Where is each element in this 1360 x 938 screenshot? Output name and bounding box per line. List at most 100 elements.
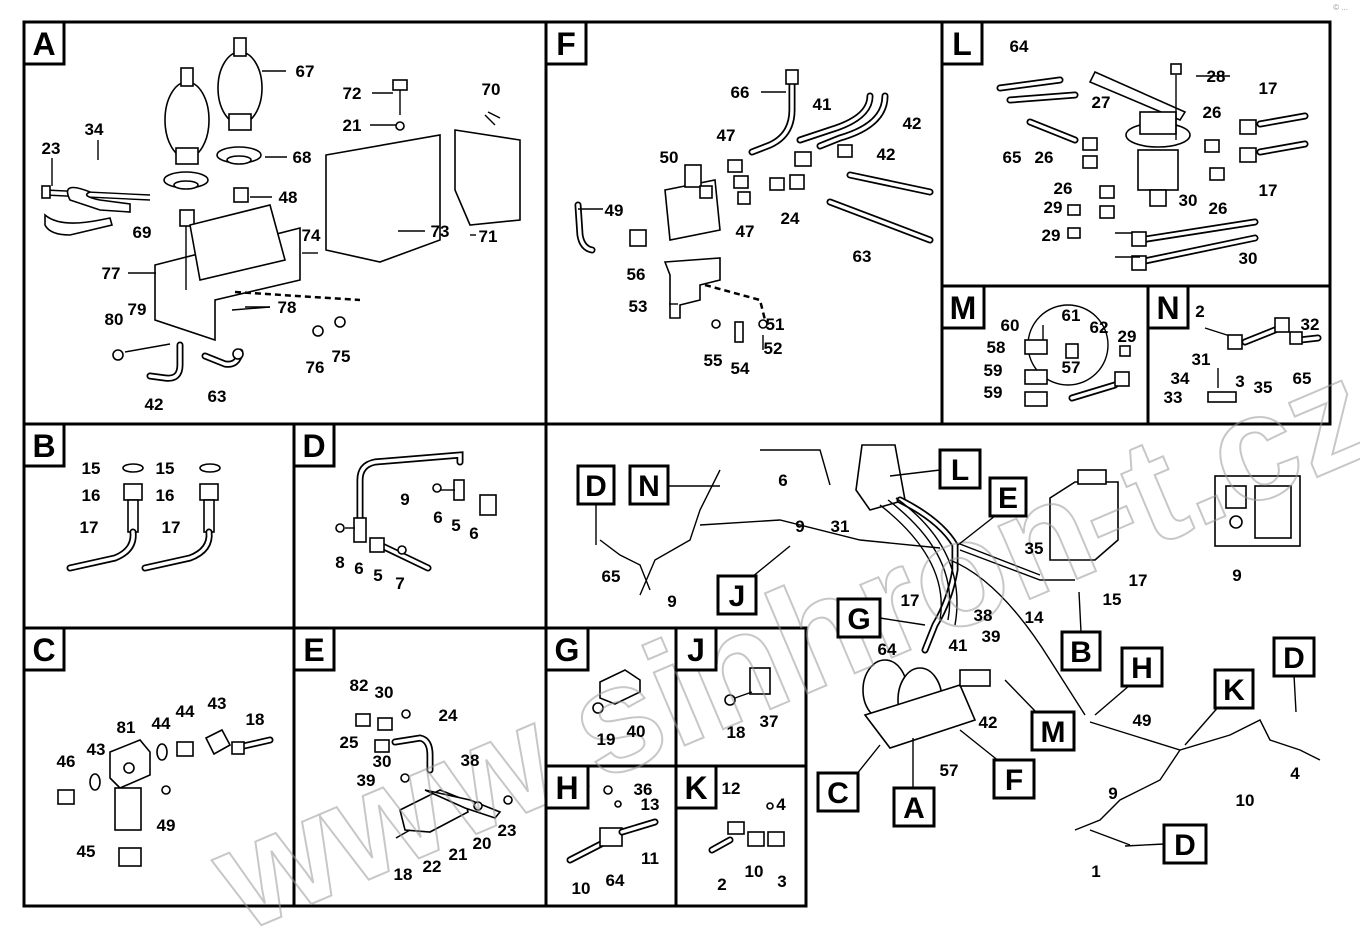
- svg-text:D: D: [1174, 829, 1196, 862]
- part-number-label: 67: [296, 62, 315, 81]
- part-number-label: 54: [731, 359, 750, 378]
- svg-text:M: M: [950, 290, 977, 326]
- part-number-label: 42: [903, 114, 922, 133]
- part-number-label: 64: [878, 640, 897, 659]
- callout-G: G: [836, 597, 926, 639]
- part-number-label: 76: [306, 358, 325, 377]
- part-number-label: 31: [831, 517, 850, 536]
- part-number-label: 18: [246, 710, 265, 729]
- part-number-label: 24: [781, 209, 800, 228]
- panel-E-drawing: [355, 709, 513, 839]
- panel-MN-drawing: [1024, 304, 1322, 407]
- svg-text:K: K: [684, 770, 707, 806]
- corner-mark: © ...: [1333, 3, 1348, 12]
- part-number-label: 53: [629, 297, 648, 316]
- panel-K-frame: [674, 764, 808, 908]
- part-number-label: 7: [395, 574, 404, 593]
- part-number-label: 20: [473, 834, 492, 853]
- svg-text:G: G: [847, 603, 870, 636]
- part-number-label: 17: [162, 518, 181, 537]
- part-number-label: 42: [877, 145, 896, 164]
- callout-F: F: [959, 729, 1036, 800]
- section-letter-L: L: [940, 20, 984, 66]
- svg-text:D: D: [302, 428, 325, 464]
- part-number-label: 6: [469, 524, 478, 543]
- part-number-label: 30: [1179, 191, 1198, 210]
- part-number-label: 9: [1232, 566, 1241, 585]
- section-letter-A: A: [22, 20, 66, 66]
- callout-K: K: [1184, 668, 1255, 746]
- callout-letters: D N L E J G B H M K D C A F D: [576, 448, 1316, 865]
- svg-text:H: H: [1131, 652, 1153, 685]
- part-number-label: 69: [133, 223, 152, 242]
- part-number-label: 17: [80, 518, 99, 537]
- part-number-label: 10: [572, 879, 591, 898]
- part-number-label: 56: [627, 265, 646, 284]
- overview-drawing: [599, 444, 1321, 846]
- part-number-label: 65: [1293, 369, 1312, 388]
- section-letter-D: D: [292, 422, 336, 468]
- section-letter-F: F: [544, 20, 588, 66]
- part-number-label: 9: [1108, 784, 1117, 803]
- part-number-label: 42: [145, 395, 164, 414]
- part-number-label: 17: [1129, 571, 1148, 590]
- part-number-label: 6: [354, 559, 363, 578]
- callout-J: J: [716, 545, 791, 616]
- svg-text:H: H: [555, 770, 578, 806]
- part-number-label: 46: [57, 752, 76, 771]
- part-number-label: 35: [1254, 378, 1273, 397]
- panel-C-drawing: [57, 728, 274, 867]
- leader-lines: [51, 70, 1230, 308]
- callout-N: N: [628, 464, 720, 506]
- part-number-label: 16: [82, 486, 101, 505]
- callout-D-3: D: [1124, 823, 1208, 865]
- svg-text:D: D: [1283, 642, 1305, 675]
- part-number-label: 18: [394, 865, 413, 884]
- part-number-label: 43: [208, 694, 227, 713]
- section-letter-E: E: [292, 626, 336, 672]
- part-number-label: 14: [1025, 608, 1044, 627]
- callout-D-2: D: [1272, 636, 1316, 713]
- part-number-label: 52: [764, 339, 783, 358]
- part-number-label: 49: [1133, 711, 1152, 730]
- part-number-label: 47: [717, 126, 736, 145]
- part-number-label: 30: [1239, 249, 1258, 268]
- part-number-label: 15: [156, 459, 175, 478]
- part-number-label: 65: [602, 567, 621, 586]
- callout-C: C: [816, 744, 881, 813]
- part-number-label: 11: [641, 849, 659, 868]
- svg-text:A: A: [32, 26, 55, 62]
- part-number-label: 36: [634, 780, 653, 799]
- part-number-label: 38: [974, 606, 993, 625]
- part-number-label: 34: [1171, 369, 1190, 388]
- svg-text:L: L: [951, 454, 969, 487]
- part-number-label: 78: [278, 298, 297, 317]
- part-number-label: 39: [357, 771, 376, 790]
- section-letter-M: M: [940, 284, 986, 330]
- panel-B-drawing: [66, 463, 221, 572]
- part-number-label: 5: [451, 516, 460, 535]
- part-number-label: 39: [982, 627, 1001, 646]
- part-number-label: 27: [1092, 93, 1111, 112]
- part-number-label: 48: [279, 188, 298, 207]
- part-number-label: 28: [1207, 67, 1226, 86]
- callout-L: L: [889, 448, 982, 490]
- part-number-label: 72: [343, 84, 362, 103]
- part-number-label: 15: [82, 459, 101, 478]
- part-number-label: 24: [439, 706, 458, 725]
- part-number-label: 80: [105, 310, 124, 329]
- part-number-label: 16: [156, 486, 175, 505]
- part-number-label: 45: [77, 842, 96, 861]
- part-number-label: 23: [42, 139, 61, 158]
- svg-text:N: N: [1156, 290, 1179, 326]
- panels-GJHK-drawing: [566, 667, 785, 864]
- part-number-label: 9: [667, 592, 676, 611]
- svg-text:K: K: [1223, 674, 1245, 707]
- panel-F-drawing: [574, 69, 934, 350]
- part-number-label: 3: [777, 872, 786, 891]
- part-number-label: 55: [704, 351, 723, 370]
- part-number-label: 47: [736, 222, 755, 241]
- part-number-label: 70: [482, 80, 501, 99]
